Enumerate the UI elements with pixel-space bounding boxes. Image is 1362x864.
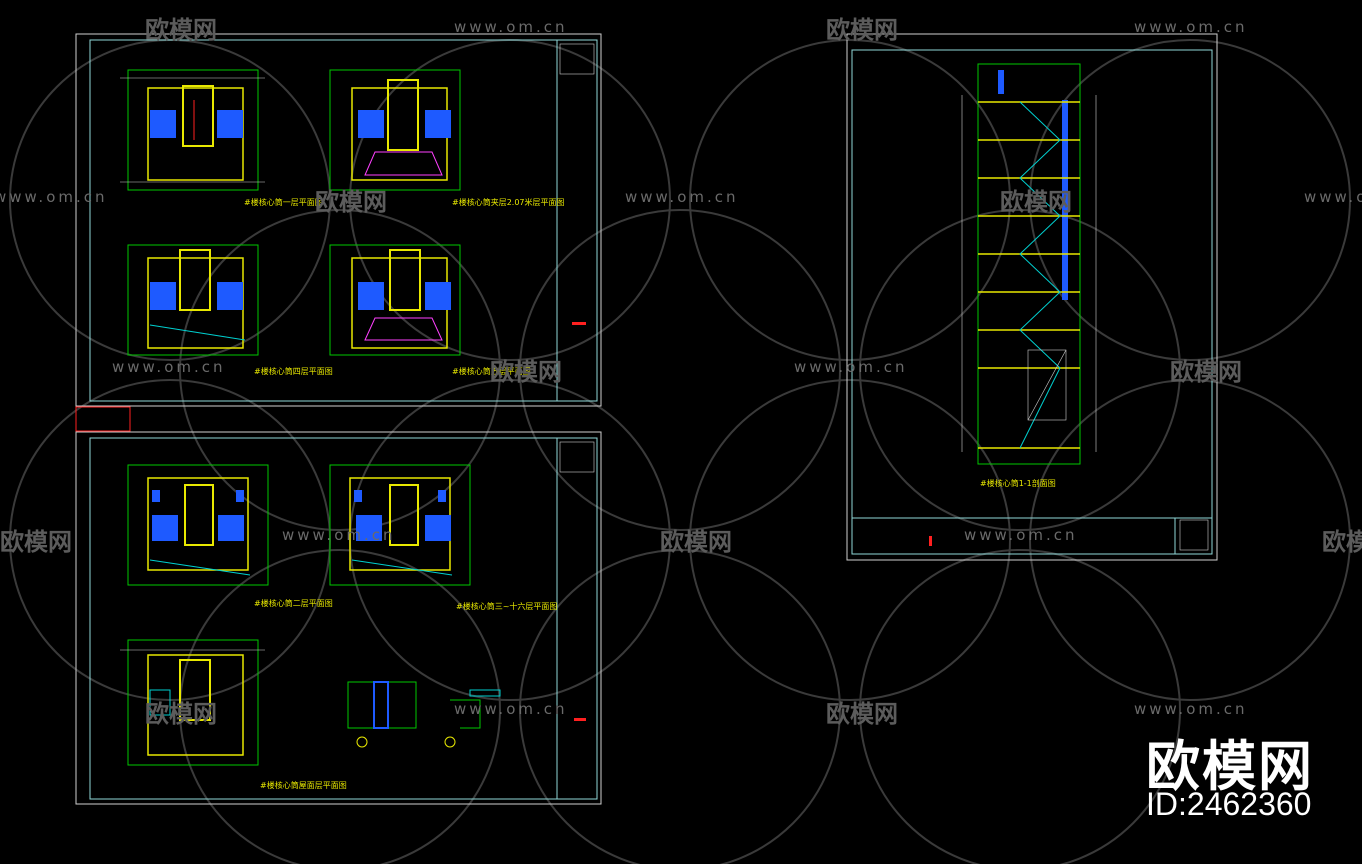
plan-2 <box>329 69 461 191</box>
caption-plan-3: #楼核心筒四层平面图 <box>254 367 333 376</box>
caption-plan-5: #楼核心筒二层平面图 <box>254 599 333 608</box>
caption-plan-4: #楼核心筒五层平面图 <box>452 367 531 376</box>
watermark-logo: 欧模网 <box>660 528 732 556</box>
watermark-arcs <box>9 39 1351 864</box>
watermark-logo: 欧模网 <box>145 16 217 44</box>
watermark-url: www.om.cn <box>1134 700 1248 718</box>
watermark-logo: 欧模网 <box>1000 188 1072 216</box>
watermark-url: www.om.cn <box>1134 18 1248 36</box>
caption-plan-2: #楼核心筒夹层2.07米层平面图 <box>452 198 565 207</box>
caption-plan-7: #楼核心筒屋面层平面图 <box>260 781 347 790</box>
plan-5 <box>127 464 269 586</box>
watermark-url: www.om.cn <box>454 18 568 36</box>
detail-1 <box>347 681 417 748</box>
watermark-url: www.om.cn <box>625 188 739 206</box>
red-marker-box <box>75 406 131 432</box>
watermark-logo: 欧模网 <box>0 528 72 556</box>
sheet-right <box>846 33 1218 561</box>
brand-name: 欧模网 <box>1146 735 1314 798</box>
sheet-top-left <box>75 33 602 407</box>
watermark-url: www.om.cn <box>964 526 1078 544</box>
section-drawing <box>961 63 1097 465</box>
watermark-url: www.om.cn <box>282 526 396 544</box>
watermark-logo: 欧模网 <box>826 16 898 44</box>
caption-plan-1: #楼核心筒一层平面图 <box>244 198 323 207</box>
watermark-url: www.om.cn <box>794 358 908 376</box>
watermark-logo: 欧模网 <box>315 188 387 216</box>
plan-6 <box>329 464 471 586</box>
plan-1 <box>120 69 265 191</box>
watermark-logo: 欧模网 <box>145 700 217 728</box>
watermark-url: www.om.cn <box>0 188 108 206</box>
watermark-url: www.om.cn <box>454 700 568 718</box>
caption-plan-6: #楼核心筒三~十六层平面图 <box>456 602 558 611</box>
plan-3 <box>127 244 259 356</box>
watermark-logo: 欧模网 <box>826 700 898 728</box>
detail-2 <box>444 689 501 748</box>
watermark-logo: 欧模网 <box>1170 358 1242 386</box>
brand-id: ID:2462360 <box>1146 786 1312 822</box>
watermark-url: www.om.cn <box>1304 188 1362 206</box>
watermark-logo: 欧模网 <box>1322 528 1362 556</box>
sheet-bottom-left <box>75 431 602 805</box>
plan-7 <box>120 639 265 766</box>
watermark-url: www.om.cn <box>112 358 226 376</box>
plan-4 <box>329 244 461 356</box>
watermark-logo: 欧模网 <box>490 358 562 386</box>
caption-section: #楼核心筒1-1剖面图 <box>980 479 1056 488</box>
